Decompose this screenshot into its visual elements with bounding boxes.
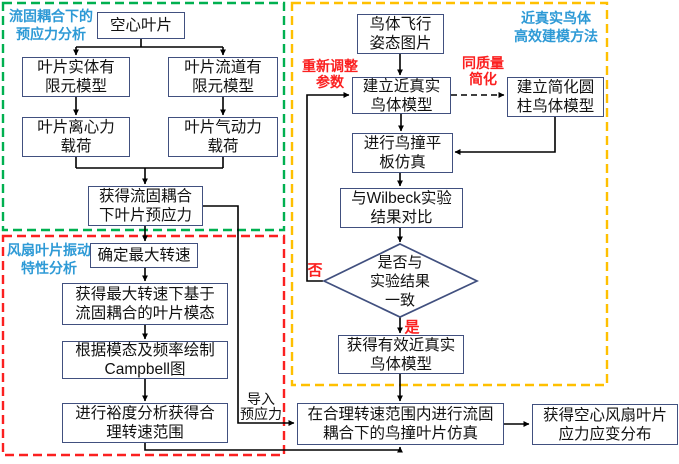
annotation-yes: 是 [404,319,420,336]
node-fsi-prestress: 获得流固耦合 下叶片预应力 [88,186,203,226]
group-label-bird-model: 近真实鸟体 高效建模方法 [514,10,598,44]
node-blade-flow-fem: 叶片流道有 限元模型 [168,57,278,97]
node-stress-distribution: 获得空心风扇叶片 应力应变分布 [532,404,678,445]
annotation-readjust-params: 重新调整 参数 [302,58,358,90]
node-aero-load: 叶片气动力 载荷 [168,117,278,157]
node-max-speed: 确定最大转速 [90,243,198,268]
group-birdmodel-border [290,1,609,387]
node-simplified-bird: 建立简化圆 柱鸟体模型 [507,77,604,117]
annotation-no: 否 [307,262,323,279]
node-near-real-bird: 建立近真实 鸟体模型 [352,77,451,114]
annotation-same-mass-simplify: 同质量 简化 [462,55,504,87]
node-blade-solid-fem: 叶片实体有 限元模型 [22,57,130,97]
node-campbell: 根据模态及频率绘制 Campbell图 [62,341,228,379]
node-hollow-blade: 空心叶片 [97,12,185,39]
group-label-prestress: 流固耦合下的 预应力分析 [9,8,93,42]
node-wilbeck-compare: 与Wilbeck实验 结果对比 [340,188,463,228]
node-valid-bird-model: 获得有效近真实 鸟体模型 [338,335,464,374]
flow-arrows [73,39,556,453]
node-blade-impact-sim: 在合理转速范围内进行流固 耦合下的鸟撞叶片仿真 [297,403,504,445]
group-prestress-border [1,1,286,232]
node-bird-posture: 鸟体飞行 姿态图片 [357,14,444,54]
group-label-vibration: 风扇叶片振动 特性分析 [7,242,91,276]
decision-diamond [322,243,479,318]
node-centrifugal-load: 叶片离心力 载荷 [22,117,130,157]
node-decision-text: 是否与 实验结果 一致 [369,253,430,309]
annotation-import-prestress: 导入 预应力 [240,391,282,422]
node-plate-impact: 进行鸟撞平 板仿真 [352,133,453,173]
node-margin-analysis: 进行裕度分析获得合 理转速范围 [62,403,228,443]
node-blade-modes: 获得最大转速下基于 流固耦合的叶片模态 [62,283,228,325]
